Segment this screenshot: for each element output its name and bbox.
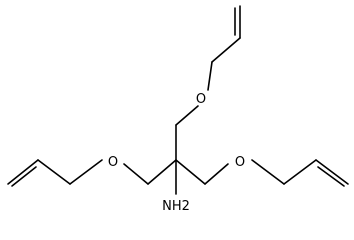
right-allyl-group — [204, 159, 349, 187]
bond-terminal-vinyl-right-b — [317, 166, 345, 187]
central-carbon-branches — [147, 124, 206, 195]
bond-center-to-ch2-left — [147, 159, 177, 185]
bond-center-to-ch2-right — [175, 159, 206, 185]
bond-oxygen-right-to-ch2 — [251, 159, 285, 185]
bond-ch2-to-oxygen-top — [207, 61, 213, 91]
bond-oxygen-to-ch2-top — [175, 105, 199, 126]
atom-label-oxygen-top: O — [196, 92, 206, 107]
chemical-structure-diagram: O O O NH2 — [7, 5, 349, 214]
bond-ch2-left-to-oxygen-left — [123, 163, 149, 185]
atom-label-amine: NH2 — [162, 199, 190, 214]
bond-ch2-right-to-oxygen-right — [204, 163, 229, 185]
bond-terminal-vinyl-left-b — [11, 166, 37, 187]
bond-ch2-to-vinyl-left — [37, 159, 71, 185]
bond-terminal-vinyl-right-a — [315, 159, 349, 185]
top-allyl-group — [175, 5, 241, 126]
bond-oxygen-left-to-ch2 — [69, 159, 103, 185]
atom-label-oxygen-right: O — [235, 155, 245, 170]
bond-ch2-to-vinyl-right — [283, 159, 317, 185]
bond-vinyl-to-ch2-top — [211, 37, 241, 63]
left-allyl-group — [7, 159, 149, 187]
atom-label-oxygen-left: O — [108, 155, 118, 170]
bond-terminal-vinyl-left-a — [7, 159, 39, 185]
